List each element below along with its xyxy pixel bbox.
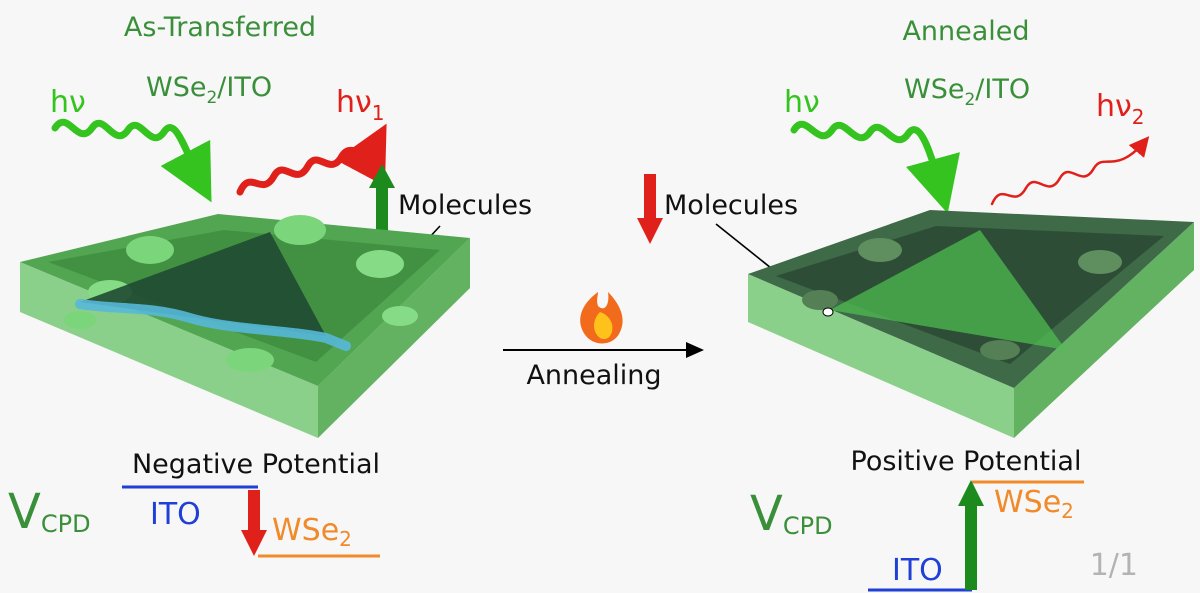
right-emitted-light-wave	[990, 136, 1150, 206]
left-incident-light-label: hν	[50, 85, 86, 120]
left-wse2-label: WSe2	[272, 513, 352, 551]
right-material-label: WSe2/ITO	[904, 74, 1030, 110]
right-ito-label: ITO	[892, 553, 943, 588]
left-panel: As-Transferred WSe2/ITO hν hν1 Molecules	[8, 12, 532, 558]
left-molecules-up-arrow	[369, 164, 395, 232]
left-incident-light-wave	[51, 118, 212, 203]
left-potential-label: Negative Potential	[132, 449, 380, 480]
right-incident-light-label: hν	[784, 85, 820, 120]
right-vcpd-label: VCPD	[750, 486, 833, 542]
left-water-layer	[75, 299, 351, 351]
right-title: Annealed	[902, 16, 1029, 47]
left-vcpd-label: VCPD	[8, 484, 91, 540]
right-wse2-flake	[830, 230, 1066, 350]
right-molecules-down-arrow	[637, 174, 663, 244]
right-emitted-light-label: hν2	[1096, 89, 1145, 129]
right-potential-label: Positive Potential	[851, 446, 1082, 477]
left-vcpd-down-arrow	[241, 490, 267, 556]
right-vcpd-up-arrow	[958, 480, 984, 590]
left-emitted-light-wave	[236, 123, 387, 196]
right-molecule-marker	[822, 307, 834, 317]
fire-icon	[580, 292, 623, 344]
right-wse2-label: WSe2	[994, 485, 1074, 523]
left-ito-label: ITO	[150, 497, 201, 532]
annealing-label: Annealing	[526, 360, 661, 391]
left-material-label: WSe2/ITO	[146, 72, 272, 108]
middle-annealing: Annealing	[503, 292, 704, 391]
page-counter: 1/1	[1089, 548, 1138, 583]
left-emitted-light-label: hν1	[336, 85, 385, 125]
left-title: As-Transferred	[124, 12, 316, 43]
right-incident-light-wave	[790, 120, 960, 214]
right-molecules-label: Molecules	[664, 190, 798, 221]
left-molecules-label: Molecules	[398, 190, 532, 221]
right-panel: Annealed WSe2/ITO hν hν2 Molecules Posit…	[637, 16, 1194, 592]
